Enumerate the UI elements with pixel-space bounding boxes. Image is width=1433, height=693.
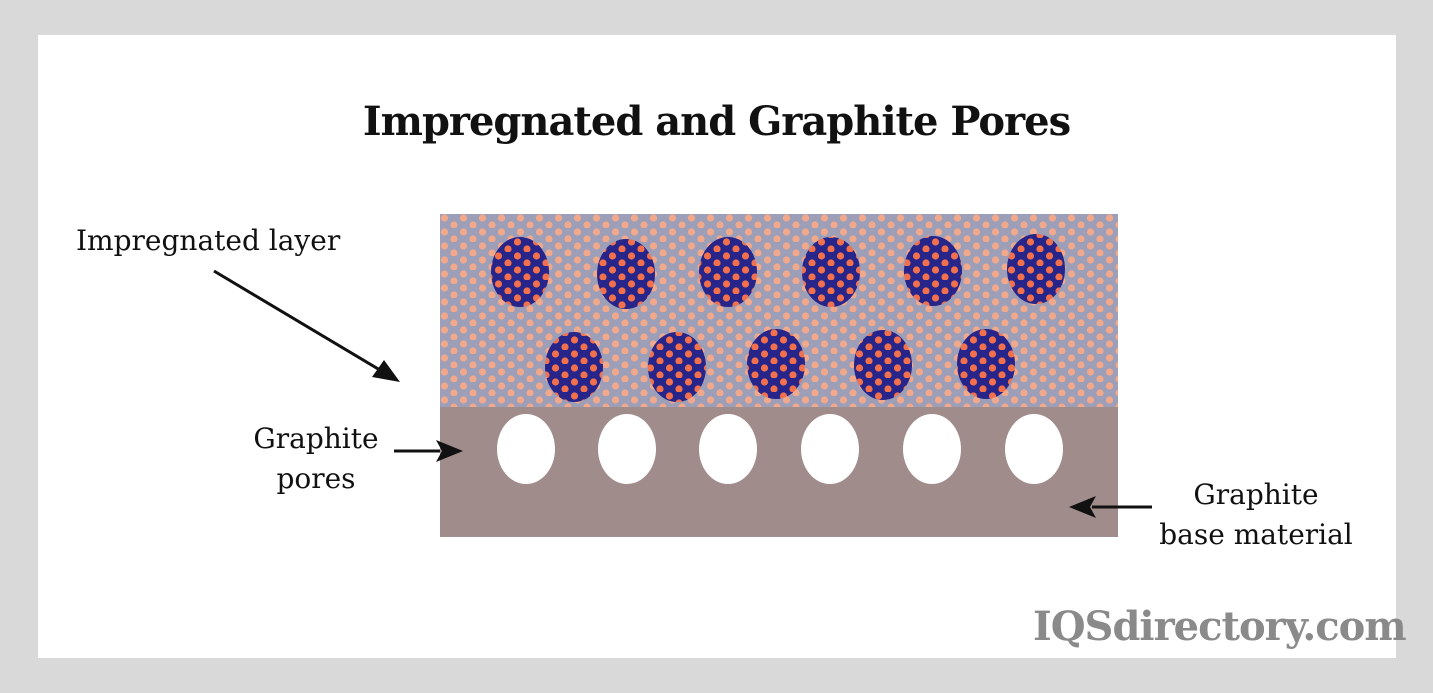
diagram-title: Impregnated and Graphite Pores [362,98,1071,145]
watermark-logo: IQSdirectory.com [1033,603,1407,650]
label-graphite-base-line1: Graphite [1193,478,1319,511]
arrow-icon [394,440,463,462]
label-graphite-base-line2: base material [1159,518,1353,551]
graphite-pores [497,414,1063,484]
impregnated-pores [491,234,1065,402]
arrow-icon [213,269,400,382]
arrow-icon [1069,496,1152,518]
label-impregnated-layer: Impregnated layer [76,224,341,257]
graphite-base-material [440,407,1118,537]
label-graphite-base-material: Graphite base material [1140,475,1372,555]
label-graphite-pores: Graphite pores [236,419,396,499]
label-graphite-pores-line1: Graphite [253,422,379,455]
label-graphite-pores-line2: pores [276,462,356,495]
